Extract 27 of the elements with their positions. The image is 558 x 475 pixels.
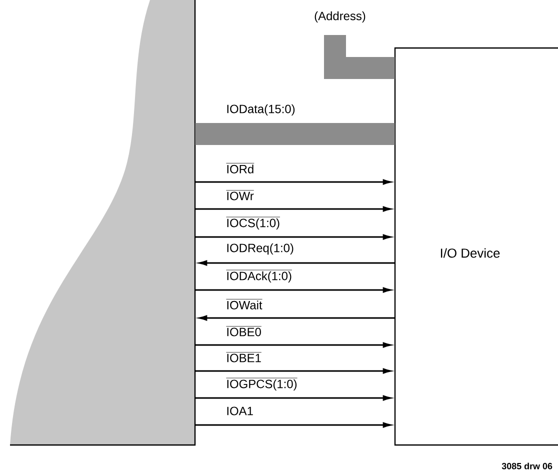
bus	[324, 35, 395, 79]
signal-arrow	[195, 287, 391, 293]
signal-label: IORd	[226, 163, 254, 174]
signal-label: IOWait	[226, 299, 262, 310]
signal-arrow	[195, 342, 391, 348]
signal-arrow	[199, 315, 395, 321]
signal-label: IOBE1	[226, 352, 262, 362]
signal-label: IODReq(1:0)	[227, 243, 294, 255]
bus	[195, 123, 395, 145]
signal-arrow	[195, 422, 391, 428]
chip-block	[10, 0, 196, 446]
signal-arrow	[195, 206, 391, 212]
signal-label: IOA1	[227, 406, 253, 416]
signal-arrow	[195, 234, 391, 240]
drawing-number: 3085 drw 06	[502, 462, 552, 470]
signal-label: IOBE0	[226, 326, 262, 336]
signal-label: (Address)	[314, 11, 366, 23]
signal-label: IOGPCS(1:0)	[226, 378, 298, 391]
signal-label: IOData(15:0)	[227, 104, 295, 116]
device-box: I/O Device	[394, 47, 558, 446]
signal-arrow	[195, 395, 391, 401]
signal-arrow	[199, 260, 395, 266]
signal-label: IODAck(1:0)	[226, 270, 292, 283]
signal-arrow	[195, 368, 391, 374]
signal-label: IOCS(1:0)	[226, 216, 280, 230]
signal-label: IOWr	[226, 190, 254, 200]
signal-arrow	[195, 179, 391, 185]
